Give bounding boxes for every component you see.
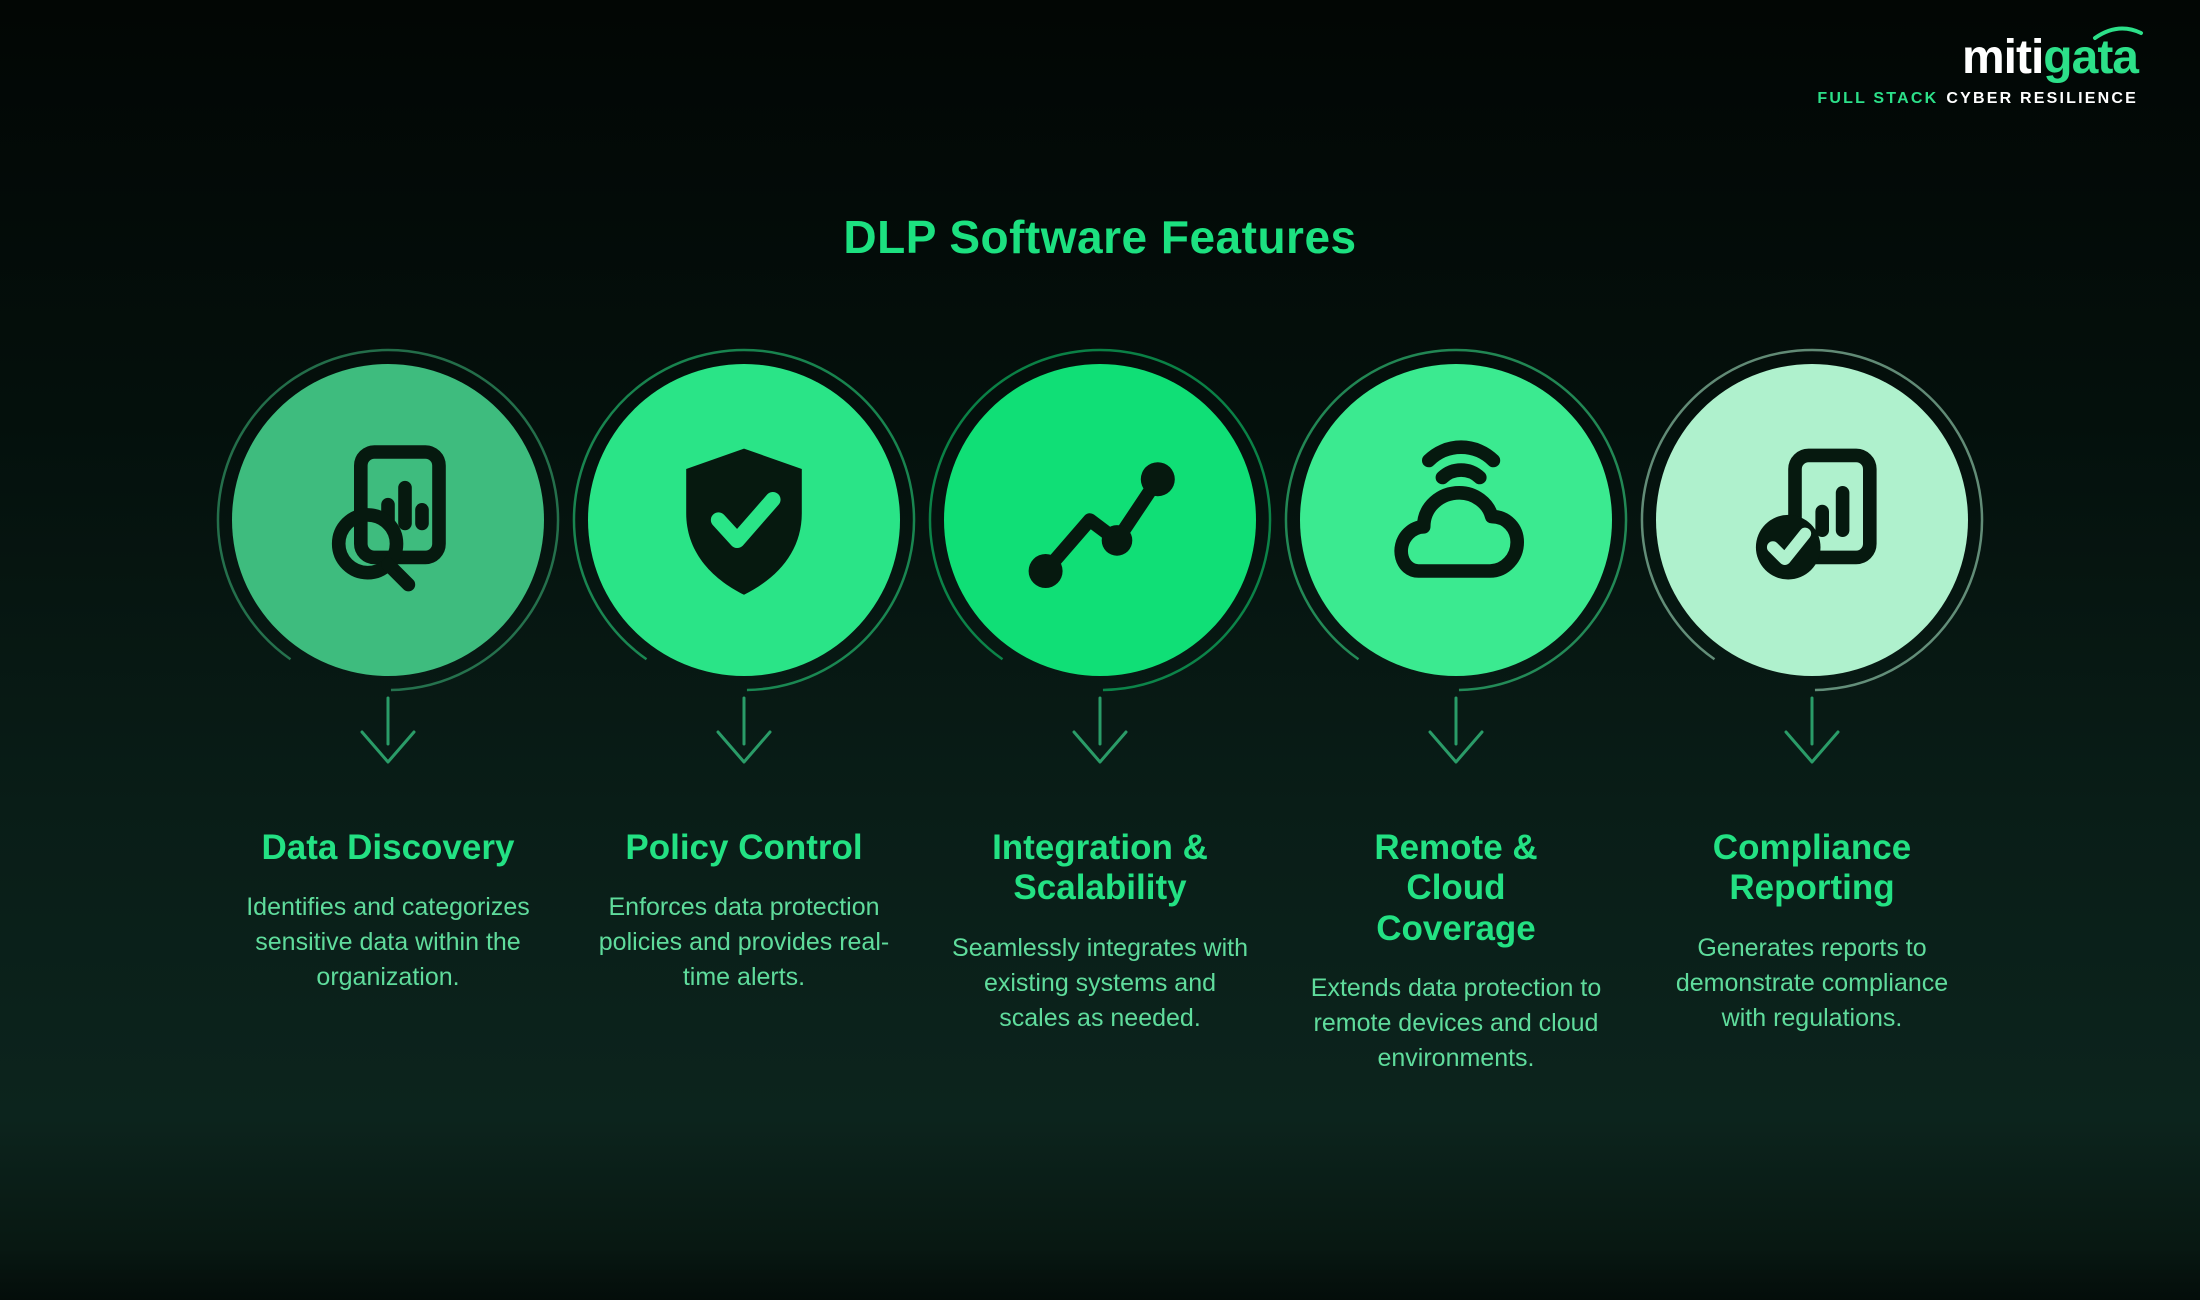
feature-graphic — [1640, 348, 1984, 764]
feature-column-data-discovery: Data Discovery Identifies and categorize… — [210, 348, 566, 1076]
brand-logo: mitigata FULL STACK CYBER RESILIENCE — [1817, 26, 2143, 108]
wordmark-part-1: miti — [1961, 31, 2044, 84]
feature-column-remote-cloud: Remote & Cloud Coverage Extends data pro… — [1278, 348, 1634, 1076]
down-arrow-icon — [360, 696, 416, 764]
feature-description: Extends data protection to remote device… — [1310, 973, 1602, 1072]
feature-description: Seamlessly integrates with existing syst… — [952, 933, 1248, 1032]
feature-title: Data Discovery — [261, 828, 515, 867]
down-arrow-icon — [1784, 696, 1840, 764]
brand-tagline: FULL STACK CYBER RESILIENCE — [1817, 90, 2138, 108]
shield-check-icon — [686, 448, 802, 595]
feature-title: Policy Control — [625, 828, 863, 867]
feature-column-policy-control: Policy Control Enforces data protection … — [566, 348, 922, 1076]
tagline-rest: CYBER RESILIENCE — [1946, 90, 2138, 107]
feature-circle — [1300, 364, 1612, 676]
feature-column-integration-scalability: Integration & Scalability Seamlessly int… — [922, 348, 1278, 1076]
feature-title: Compliance Reporting — [1712, 828, 1912, 908]
features-row: Data Discovery Identifies and categorize… — [0, 348, 2200, 1076]
down-arrow-icon — [716, 696, 772, 764]
document-search-icon — [331, 445, 446, 592]
feature-description: Identifies and categorizes sensitive dat… — [246, 893, 530, 992]
down-arrow-icon — [1428, 696, 1484, 764]
feature-circle — [1656, 364, 1968, 676]
feature-graphic — [572, 348, 916, 764]
down-arrow-icon — [1072, 696, 1128, 764]
cloud-signal-icon — [1394, 440, 1525, 578]
feature-title: Remote & Cloud Coverage — [1374, 828, 1538, 948]
wordmark-part-2: gata — [2043, 31, 2139, 84]
logo-swoosh-icon — [2093, 26, 2143, 40]
report-check-icon — [1755, 448, 1877, 580]
feature-description: Generates reports to demonstrate complia… — [1675, 933, 1949, 1032]
page-title: DLP Software Features — [843, 211, 1357, 263]
feature-column-compliance-reporting: Compliance Reporting Generates reports t… — [1634, 348, 1990, 1076]
feature-title: Integration & Scalability — [992, 828, 1208, 908]
brand-wordmark: mitigata — [1961, 26, 2143, 84]
tagline-accent: FULL STACK — [1817, 90, 1939, 107]
feature-graphic — [216, 348, 560, 764]
feature-graphic — [928, 348, 1272, 764]
feature-graphic — [1284, 348, 1628, 764]
nodes-graph-icon — [1028, 462, 1175, 588]
feature-description: Enforces data protection policies and pr… — [598, 893, 890, 992]
